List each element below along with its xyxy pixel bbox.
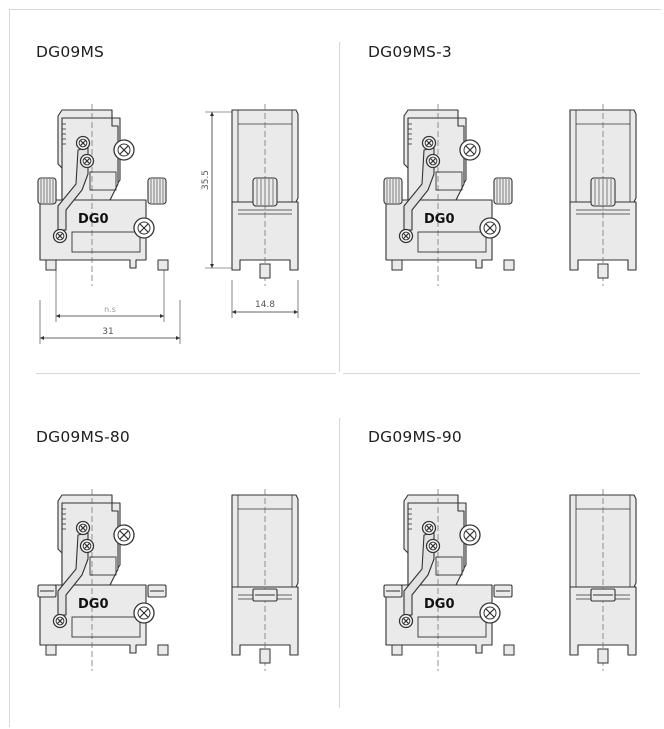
foot-left bbox=[391, 259, 403, 271]
foot-right bbox=[503, 644, 515, 656]
cover-screw-upper-inner bbox=[117, 528, 131, 542]
clamp-screw-bottom-cross-b bbox=[56, 617, 64, 625]
cover-screw-upper-cross-b bbox=[119, 145, 129, 155]
clamp-screw-lower-inner bbox=[82, 156, 92, 166]
side-pin bbox=[259, 263, 271, 279]
clamp-screw-lower-cross-b bbox=[429, 157, 437, 165]
dimension-lines: 35.5 n.s 31 14.8 bbox=[39, 111, 299, 344]
dimension-arrow bbox=[40, 336, 44, 340]
front-view-1: DG0 bbox=[383, 104, 515, 286]
dimension-arrow bbox=[210, 264, 214, 268]
shell-panel bbox=[71, 231, 141, 253]
clamp-screw-upper-inner bbox=[78, 138, 88, 148]
dimension-arrow bbox=[176, 336, 180, 340]
dimension-arrow bbox=[56, 314, 60, 318]
clamp-screw-lower-cross-b bbox=[83, 157, 91, 165]
cell-title-dg09ms: DG09MS bbox=[36, 43, 105, 61]
side-pin bbox=[597, 263, 609, 279]
clamp-screw-lower-inner bbox=[82, 541, 92, 551]
front-view-3: DG0 bbox=[383, 489, 515, 671]
cover-screw-upper-inner bbox=[463, 528, 477, 542]
cell-title-dg09ms-80: DG09MS-80 bbox=[36, 428, 130, 446]
cover-screw-lower-cross-b bbox=[139, 608, 149, 618]
clamp-screw-upper-inner bbox=[424, 523, 434, 533]
cover-screw-lower-cross-b bbox=[485, 608, 495, 618]
front-view-0: DG0 bbox=[37, 104, 169, 286]
dim-total-width-label: 31 bbox=[102, 327, 113, 337]
foot-left bbox=[45, 644, 57, 656]
clamp-screw-upper-inner bbox=[424, 138, 434, 148]
front-view-2: DG0 bbox=[37, 489, 169, 671]
vertical-divider-top bbox=[339, 42, 340, 372]
housing-window bbox=[89, 556, 117, 576]
cover-screw-lower-inner bbox=[137, 606, 151, 620]
dim-depth-label: 14.8 bbox=[255, 300, 275, 310]
cover-screw-lower-inner bbox=[137, 221, 151, 235]
housing-window bbox=[435, 556, 463, 576]
cell-title-dg09ms-90: DG09MS-90 bbox=[368, 428, 462, 446]
shell-label: DG0 bbox=[424, 212, 455, 227]
cover-screw-upper-cross-b bbox=[465, 145, 475, 155]
cover-screw-lower-cross-b bbox=[485, 223, 495, 233]
dimension-arrow bbox=[294, 310, 298, 314]
side-view-0 bbox=[231, 104, 299, 286]
drawing-sheet-frame bbox=[9, 9, 661, 727]
dimension-arrow bbox=[232, 310, 236, 314]
foot-right bbox=[157, 259, 169, 271]
clamp-screw-bottom-inner bbox=[55, 616, 65, 626]
shell-label: DG0 bbox=[424, 597, 455, 612]
cover-screw-upper-inner bbox=[117, 143, 131, 157]
shell-label: DG0 bbox=[78, 597, 109, 612]
clamp-screw-upper-cross-b bbox=[79, 524, 87, 532]
side-view-1 bbox=[569, 104, 637, 286]
vertical-divider-bottom bbox=[339, 418, 340, 708]
clamp-screw-lower-cross-b bbox=[429, 542, 437, 550]
clamp-screw-bottom-cross-b bbox=[402, 617, 410, 625]
clamp-screw-upper-cross-b bbox=[425, 139, 433, 147]
clamp-screw-lower-inner bbox=[428, 156, 438, 166]
housing-window bbox=[435, 171, 463, 191]
cell-title-dg09ms-3: DG09MS-3 bbox=[368, 43, 452, 61]
shell-label: DG0 bbox=[78, 212, 109, 227]
dim-height-label: 35.5 bbox=[201, 170, 211, 190]
clamp-screw-lower-inner bbox=[428, 541, 438, 551]
clamp-screw-bottom-inner bbox=[401, 231, 411, 241]
side-pin bbox=[597, 648, 609, 664]
side-view-3 bbox=[569, 489, 637, 671]
foot-right bbox=[503, 259, 515, 271]
foot-left bbox=[45, 259, 57, 271]
foot-right bbox=[157, 644, 169, 656]
clamp-screw-upper-cross-b bbox=[425, 524, 433, 532]
horizontal-divider-left bbox=[36, 373, 336, 374]
clamp-screw-bottom-inner bbox=[55, 231, 65, 241]
cover-screw-lower-inner bbox=[483, 606, 497, 620]
dim-inner-width-label: n.s bbox=[104, 305, 116, 314]
clamp-screw-lower-cross-b bbox=[83, 542, 91, 550]
housing-window bbox=[89, 171, 117, 191]
clamp-screw-bottom-inner bbox=[401, 616, 411, 626]
clamp-screw-bottom-cross-b bbox=[402, 232, 410, 240]
clamp-screw-bottom-cross-b bbox=[56, 232, 64, 240]
cover-screw-upper-inner bbox=[463, 143, 477, 157]
dimension-arrow bbox=[160, 314, 164, 318]
clamp-screw-upper-inner bbox=[78, 523, 88, 533]
side-view-2 bbox=[231, 489, 299, 671]
shell-panel bbox=[71, 616, 141, 638]
shell-panel bbox=[417, 616, 487, 638]
cover-screw-lower-cross-b bbox=[139, 223, 149, 233]
foot-left bbox=[391, 644, 403, 656]
side-pin bbox=[259, 648, 271, 664]
cover-screw-upper-cross-b bbox=[119, 530, 129, 540]
cover-screw-lower-inner bbox=[483, 221, 497, 235]
clamp-screw-upper-cross-b bbox=[79, 139, 87, 147]
shell-panel bbox=[417, 231, 487, 253]
horizontal-divider-right bbox=[343, 373, 640, 374]
cover-screw-upper-cross-b bbox=[465, 530, 475, 540]
dimension-arrow bbox=[210, 112, 214, 116]
